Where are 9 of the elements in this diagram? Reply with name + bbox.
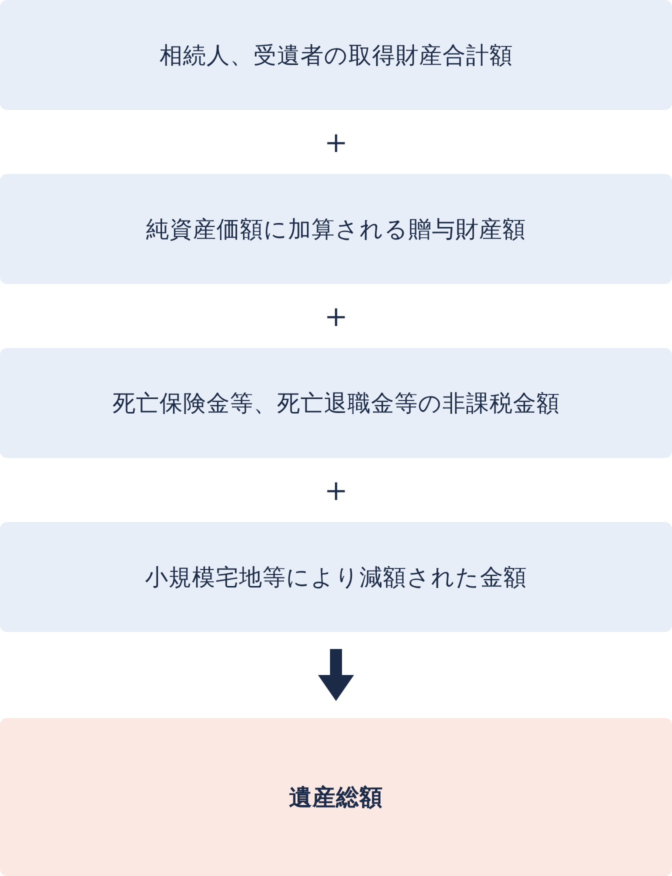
down-arrow <box>318 649 354 701</box>
plus-sign: ＋ <box>318 296 354 336</box>
plus-sign: ＋ <box>318 122 354 162</box>
item-box: 純資産価額に加算される贈与財産額 <box>0 174 672 284</box>
item-box: 死亡保険金等、死亡退職金等の非課税金額 <box>0 348 672 458</box>
result-box: 遺産総額 <box>0 718 672 876</box>
item-box: 小規模宅地等により減額された金額 <box>0 522 672 632</box>
plus-sign: ＋ <box>318 470 354 510</box>
item-box: 相続人、受遺者の取得財産合計額 <box>0 0 672 110</box>
